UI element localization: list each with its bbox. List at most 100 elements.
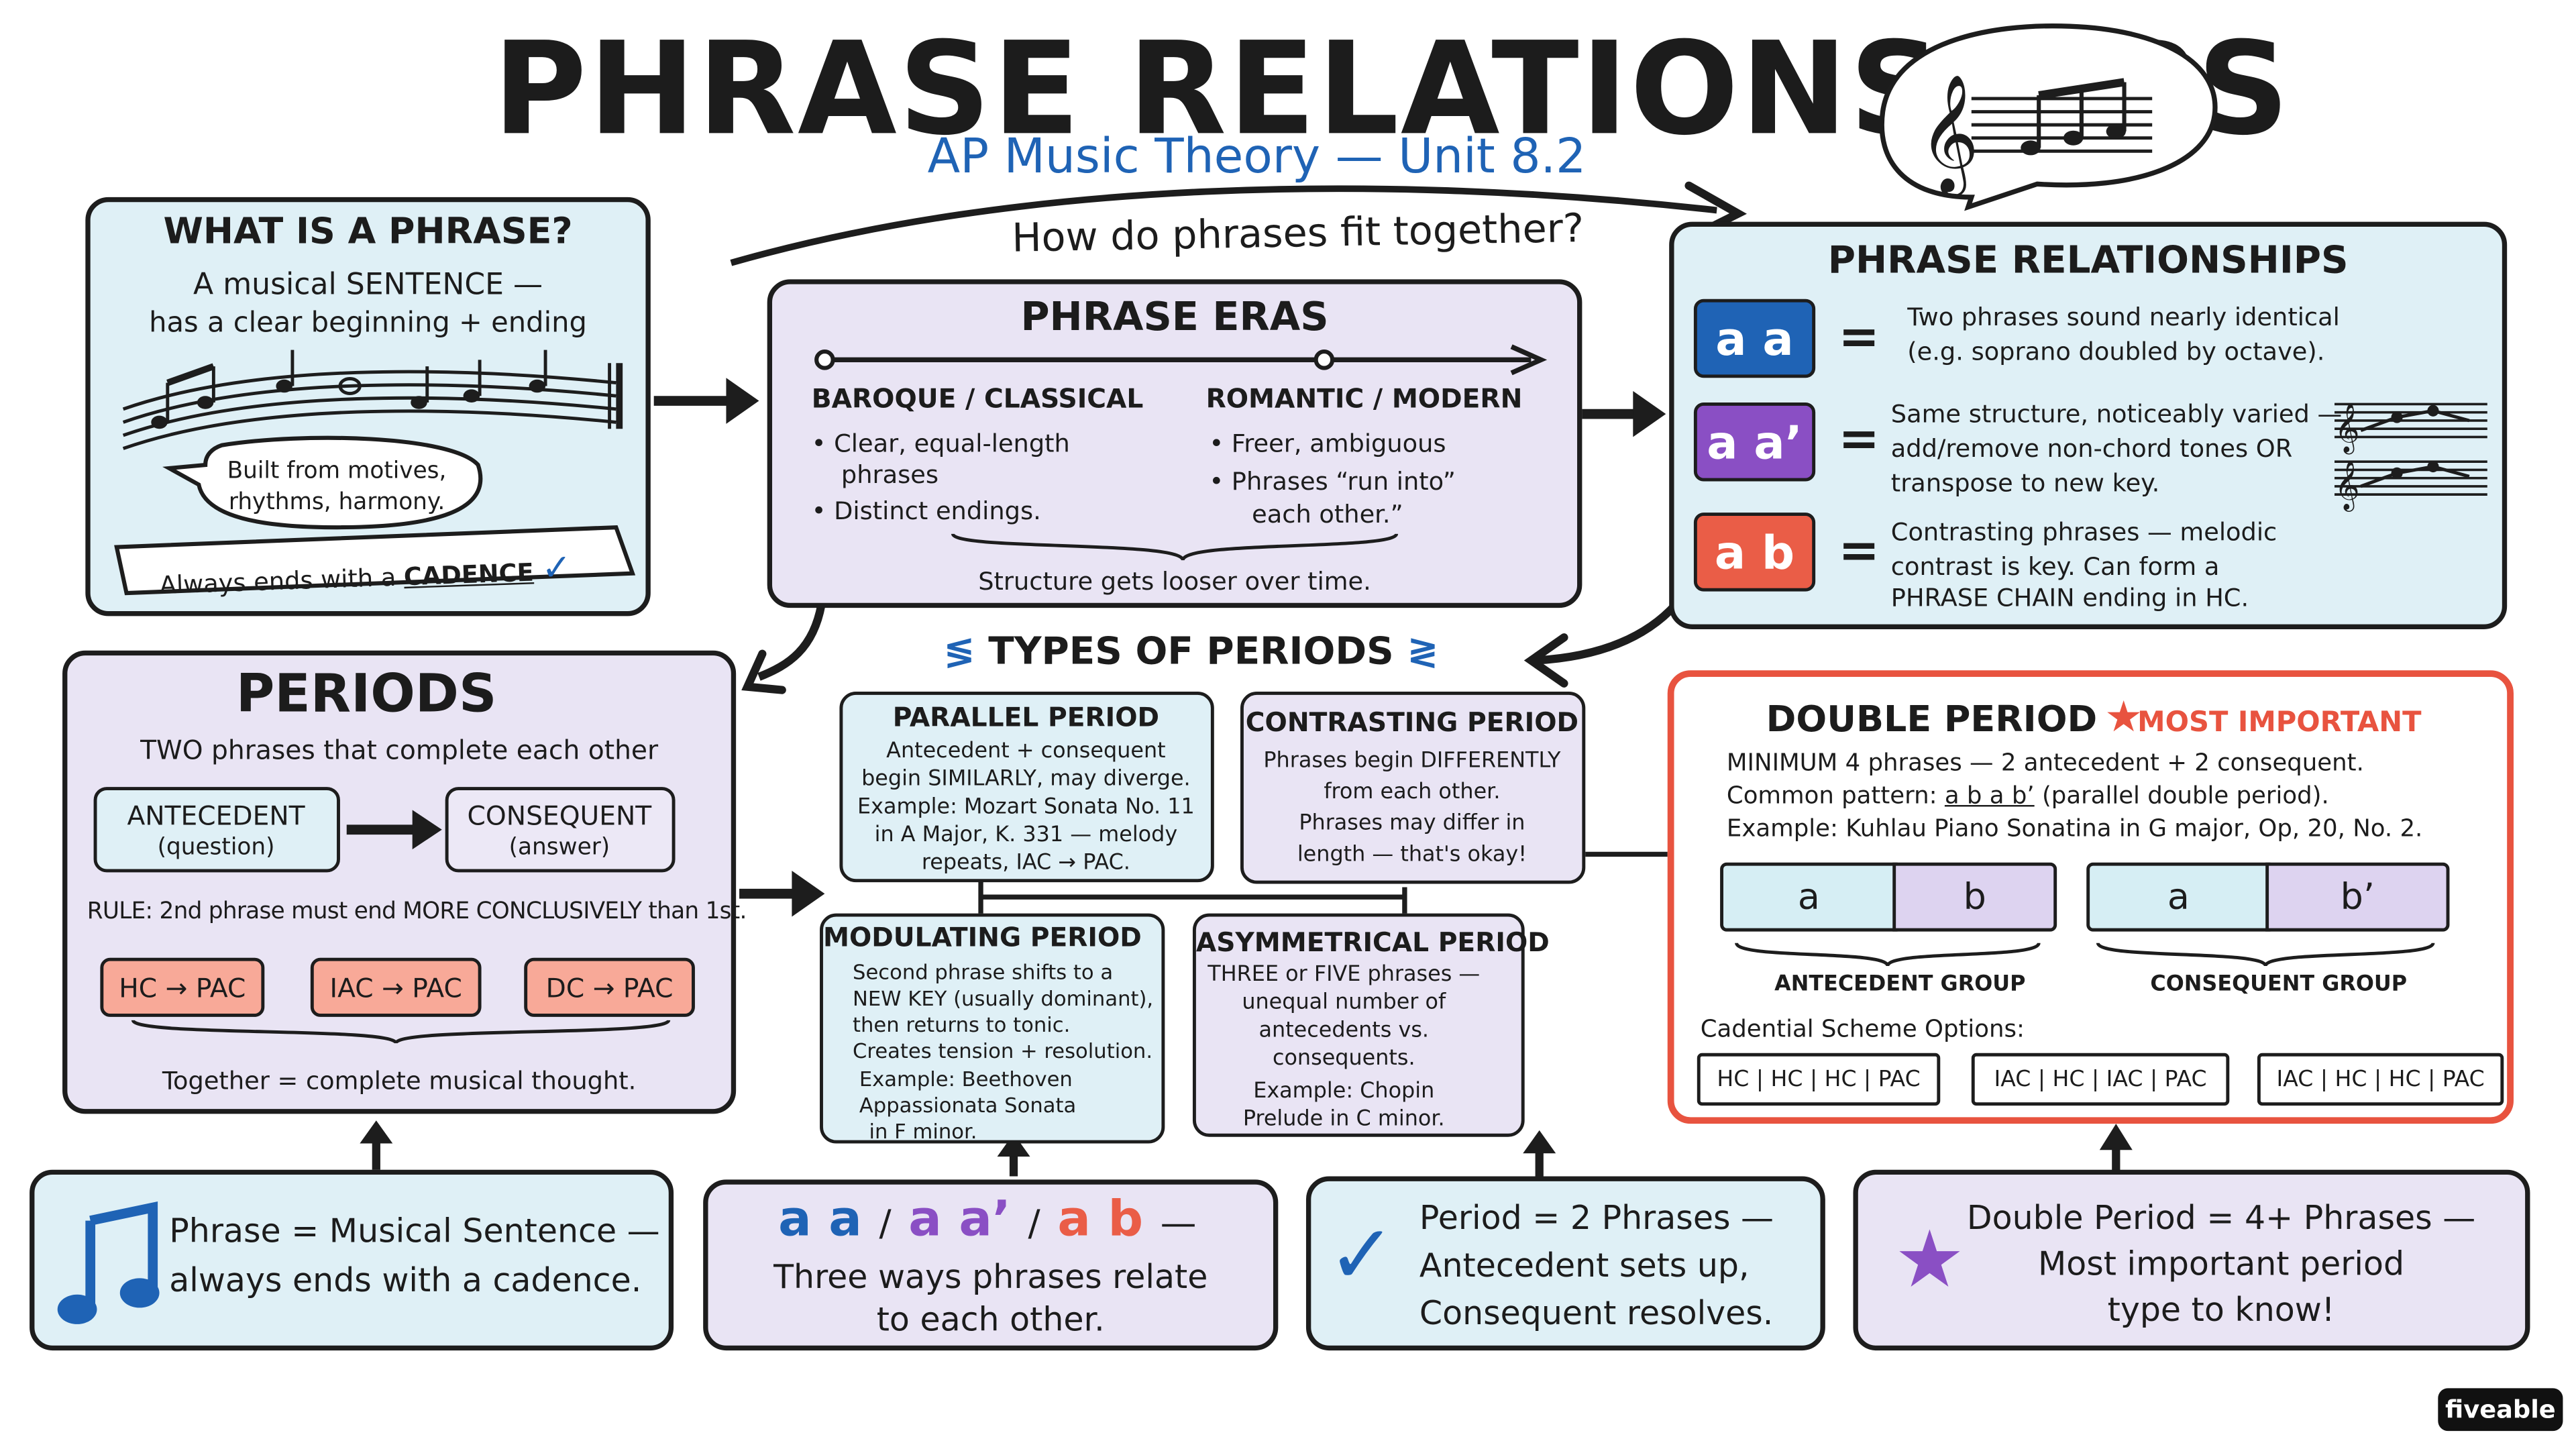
romantic-item-3: each other.” (1252, 499, 1403, 529)
scheme-option-2-text: IAC | HC | IAC | PAC (1994, 1066, 2207, 1093)
summary-phrase-line2: always ends with a cadence. (169, 1260, 642, 1300)
summary-relationships-line1: Three ways phrases relate (773, 1256, 1208, 1297)
modulating-line6: Appassionata Sonata (859, 1092, 1077, 1118)
periods-subheading: TWO phrases that complete each other (140, 734, 659, 766)
equals-2: = (1838, 411, 1880, 468)
double-period-line3: Example: Kuhlau Piano Sonatina in G majo… (1726, 816, 2423, 843)
relationships-card: PHRASE RELATIONSHIPS a a = Two phrases s… (1669, 221, 2508, 629)
types-heading: ≶ TYPES OF PERIODS ≷ (920, 631, 1462, 674)
cadence-keyword: CADENCE (403, 557, 535, 592)
periods-footer: Together = complete musical thought. (162, 1066, 637, 1096)
fiveable-logo: fiveable (2438, 1388, 2563, 1432)
antecedent-group-label: ANTECEDENT GROUP (1774, 972, 2026, 998)
antecedent-sub: (question) (157, 835, 275, 861)
baroque-item-1: • Clear, equal-length (811, 429, 1070, 459)
chip-iac-pac: IAC → PAC (310, 957, 482, 1017)
scheme-option-1: HC | HC | HC | PAC (1697, 1053, 1941, 1106)
phrase-eras-heading: PHRASE ERAS (1020, 294, 1329, 340)
chip-hc-pac: HC → PAC (100, 957, 265, 1017)
asymmetrical-line1: THREE or FIVE phrases — (1208, 963, 1481, 987)
summary-ab: a b (1057, 1191, 1144, 1249)
melody-staff-drawing (114, 350, 636, 596)
summary-aa: a a (778, 1191, 862, 1249)
scheme-option-3: IAC | HC | HC | PAC (2257, 1053, 2504, 1106)
music-speech-bubble: 𝄞 (1873, 13, 2226, 211)
chip-dc-pac: DC → PAC (524, 957, 695, 1017)
label-aa: a a (1693, 299, 1816, 378)
label-aa-prime: a a’ (1693, 402, 1816, 482)
contrasting-line1: Phrases begin DIFFERENTLY (1263, 749, 1561, 774)
music-note-icon (57, 1201, 160, 1324)
aa-prime-desc-line3: transpose to new key. (1890, 468, 2160, 498)
summary-card-period: ✓ Period = 2 Phrases — Antecedent sets u… (1305, 1176, 1825, 1351)
summary-double-line2: Most important period (2037, 1243, 2405, 1283)
svg-text:𝄞: 𝄞 (2334, 460, 2360, 512)
modulating-line5: Example: Beethoven (859, 1066, 1073, 1091)
parallel-line5: repeats, IAC → PAC. (921, 851, 1130, 876)
equals-1: = (1838, 309, 1880, 367)
parallel-title: PARALLEL PERIOD (892, 701, 1160, 733)
periods-card: PERIODS TWO phrases that complete each o… (62, 650, 747, 1114)
baroque-item-2: phrases (841, 460, 938, 490)
modulating-line1: Second phrase shifts to a (853, 959, 1114, 984)
timeline-icon (814, 344, 1548, 561)
double-period-line2: Common pattern: a b a b’ (parallel doubl… (1727, 784, 2329, 810)
asymmetrical-period-card: ASYMMETRICAL PERIOD THREE or FIVE phrase… (1192, 913, 1550, 1137)
asymmetrical-title: ASYMMETRICAL PERIOD (1195, 926, 1550, 958)
modulating-line4: Creates tension + resolution. (853, 1038, 1153, 1063)
summary-relationship-labels: a a / a a’ / a b — (708, 1191, 1267, 1249)
romantic-heading: ROMANTIC / MODERN (1205, 382, 1523, 415)
phrase-eras-card: PHRASE ERAS BAROQUE / CLASSICAL • Clear,… (767, 279, 1582, 608)
cadential-scheme-label: Cadential Scheme Options: (1700, 1016, 2025, 1044)
modulating-line3: then returns to tonic. (853, 1012, 1071, 1037)
double-period-line1: MINIMUM 4 phrases — 2 antecedent + 2 con… (1726, 751, 2364, 777)
svg-text:𝄞: 𝄞 (1919, 73, 1979, 197)
parallel-line4: in A Major, K. 331 — melody (874, 822, 1178, 848)
star-icon: ★ (2104, 693, 2143, 743)
segment-b1-label: b (1963, 876, 1986, 918)
baroque-item-3: • Distinct endings. (811, 496, 1041, 526)
ab-desc-line3: PHRASE CHAIN ending in HC. (1890, 583, 2249, 613)
contrasting-period-card: CONTRASTING PERIOD Phrases begin DIFFERE… (1240, 692, 1586, 884)
aa-prime-desc-line2: add/remove non-chord tones OR (1890, 433, 2293, 464)
relationships-heading: PHRASE RELATIONSHIPS (1827, 239, 2349, 283)
summary-aa-prime: a a’ (908, 1191, 1011, 1249)
antecedent-box: ANTECEDENT (question) (93, 787, 340, 873)
fiveable-logo-text: fiveable (2445, 1395, 2556, 1425)
pattern-suffix: (parallel double period). (2041, 784, 2329, 810)
label-ab-text: a b (1714, 525, 1795, 580)
label-ab: a b (1693, 513, 1816, 592)
types-heading-right-mark: ≷ (1393, 631, 1439, 674)
segment-b1: b (1892, 862, 2057, 932)
segment-a2-label: a (2167, 876, 2190, 918)
summary-card-double-period: ★ Double Period = 4+ Phrases — Most impo… (1853, 1169, 2530, 1351)
summary-slash-1: / (879, 1204, 892, 1246)
consequent-sub: (answer) (508, 835, 610, 861)
types-heading-left-mark: ≶ (943, 631, 989, 674)
asymmetrical-line5: Example: Chopin (1253, 1079, 1435, 1104)
consequent-box: CONSEQUENT (answer) (445, 787, 676, 873)
star-icon: ★ (1894, 1214, 1966, 1306)
bubble-line2: rhythms, harmony. (228, 489, 445, 516)
summary-double-line3: type to know! (2107, 1289, 2335, 1330)
phrase-definition-line1: A musical SENTENCE — (193, 268, 543, 303)
summary-card-phrase: Phrase = Musical Sentence — always ends … (30, 1169, 674, 1351)
cadence-banner-prefix: Always ends with a (159, 562, 397, 600)
parallel-line1: Antecedent + consequent (886, 739, 1166, 764)
modulating-title: MODULATING PERIOD (822, 921, 1142, 953)
segment-a1-label: a (1797, 876, 1820, 918)
types-heading-text: TYPES OF PERIODS (988, 631, 1394, 674)
eras-footer: Structure gets looser over time. (978, 566, 1371, 596)
periods-rule: RULE: 2nd phrase must end MORE CONCLUSIV… (87, 898, 747, 925)
consequent-label: CONSEQUENT (467, 800, 652, 832)
staff-variation-icon: 𝄞 𝄞 (2334, 402, 2487, 512)
equals-3: = (1838, 522, 1880, 580)
svg-text:𝄞: 𝄞 (2334, 403, 2360, 455)
consequent-group-label: CONSEQUENT GROUP (2150, 972, 2408, 998)
parallel-line2: begin SIMILARLY, may diverge. (861, 767, 1191, 792)
double-period-heading: DOUBLE PERIOD (1766, 700, 2098, 741)
label-aa-text: a a (1715, 311, 1794, 366)
contrasting-title: CONTRASTING PERIOD (1245, 706, 1579, 738)
label-aa-prime-text: a a’ (1707, 415, 1803, 470)
contrasting-line2: from each other. (1324, 780, 1501, 806)
